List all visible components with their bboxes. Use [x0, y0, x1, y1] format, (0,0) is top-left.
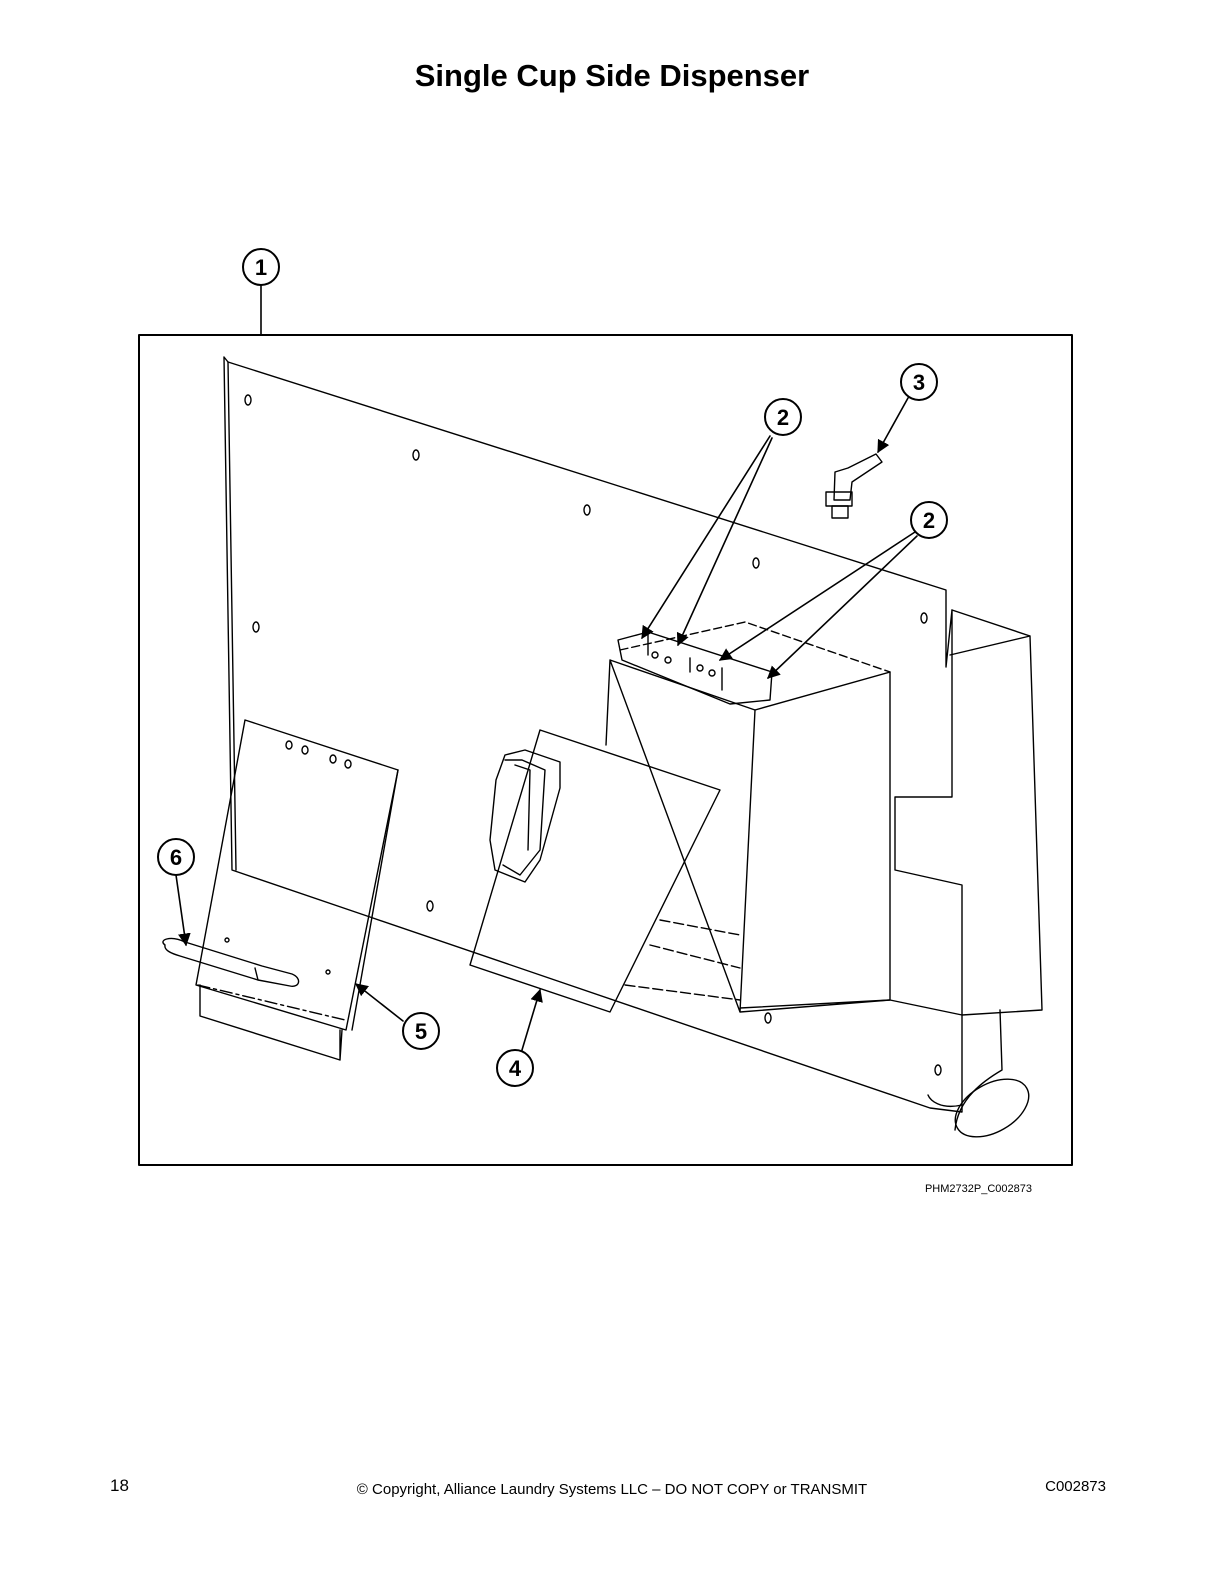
callout-4-circle [496, 1049, 534, 1087]
page-title: Single Cup Side Dispenser [414, 58, 810, 93]
callout-3-label: 3 [913, 370, 925, 395]
callout-4-label: 4 [509, 1056, 522, 1081]
callout-5-circle [402, 1012, 440, 1050]
callout-2b-label: 2 [923, 508, 935, 533]
callout-2a-arrow-b [676, 437, 773, 647]
rod [162, 937, 300, 987]
elbow-fitting [825, 453, 883, 519]
dispenser-box [605, 659, 891, 1013]
callout-5-arrow [354, 983, 404, 1022]
callout-2a-circle [764, 398, 802, 436]
back-plate [223, 356, 963, 1113]
plate-holes [244, 394, 942, 1076]
callout-1-circle [242, 248, 280, 286]
dispenser-housing [949, 609, 1043, 1016]
callout-1-label: 1 [255, 255, 267, 280]
left-door-holes [224, 740, 352, 975]
callout-2b-arrow-b [767, 535, 918, 679]
figure-frame [138, 334, 1073, 1166]
copyright-notice: © Copyright, Alliance Laundry Systems LL… [356, 1481, 868, 1498]
document-code: C002873 [1045, 1478, 1106, 1495]
callout-4-arrow [521, 988, 543, 1051]
page-number: 18 [110, 1476, 129, 1495]
callout-2b-circle [910, 501, 948, 539]
callout-5-label: 5 [415, 1019, 427, 1044]
back-plate-edge [227, 361, 237, 871]
hinge-blocks [617, 631, 773, 705]
callout-3-arrow [877, 397, 909, 454]
callout-2a-label: 2 [777, 405, 789, 430]
callout-2a-arrow-a [641, 435, 771, 640]
figure-code: PHM2732P_C002873 [924, 1183, 1032, 1195]
callout-6-arrow [175, 874, 191, 947]
center-door [469, 729, 721, 1013]
callout-2b-arrow-a [718, 531, 916, 661]
drain-elbow [927, 1009, 1003, 1131]
callout-6-circle [157, 838, 195, 876]
left-door [195, 719, 399, 1031]
callout-6-label: 6 [170, 845, 182, 870]
callout-3-circle [900, 363, 938, 401]
